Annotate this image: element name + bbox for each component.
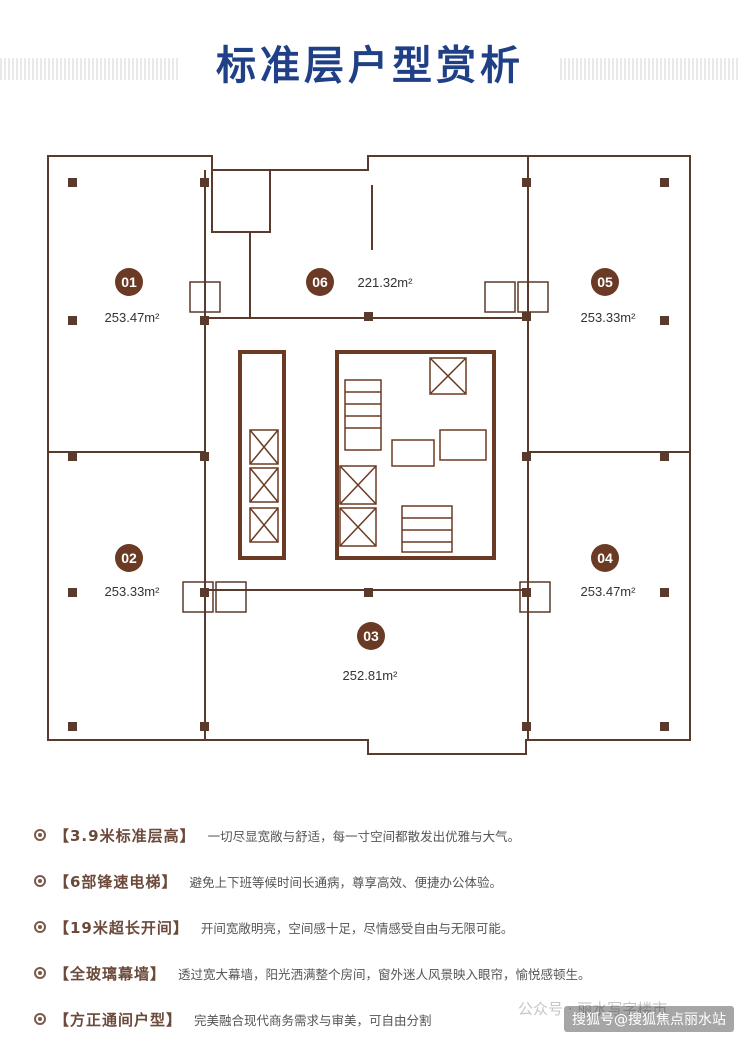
toilet-02a — [182, 581, 214, 613]
unit-id-04: 04 — [597, 550, 613, 566]
unit-area-02: 253.33m² — [105, 584, 161, 599]
bullet-icon — [34, 875, 46, 887]
floor-plan-svg: 01 253.47m² 02 253.33m² 03 252.81m² 04 2… — [47, 155, 691, 755]
feature-title: 【3.9米标准层高】 — [54, 826, 196, 845]
bullet-icon — [34, 967, 46, 979]
feature-item: 【3.9米标准层高】 一切尽显宽敞与舒适，每一寸空间都散发出优雅与大气。 — [34, 812, 734, 858]
unit-badge-01 — [115, 268, 143, 296]
unit-badge-06 — [306, 268, 334, 296]
feature-item: 【全玻璃幕墙】 透过宽大幕墙，阳光洒满整个房间，窗外迷人风景映入眼帘，愉悦感顿生… — [34, 950, 734, 996]
feature-desc: 避免上下班等候时间长通病，尊享高效、便捷办公体验。 — [189, 874, 502, 890]
elevator-bank-left — [238, 350, 286, 560]
unit-badge-03 — [357, 622, 385, 650]
toilet-01 — [189, 281, 221, 313]
elevator-5 — [339, 507, 377, 547]
bullet-icon — [34, 921, 46, 933]
unit-id-01: 01 — [121, 274, 137, 290]
unit-04: 04 253.47m² — [581, 544, 637, 599]
feature-item: 【方正通间户型】 完美融合现代商务需求与审美，可自由分割 — [34, 996, 734, 1042]
header-stripe-right — [560, 58, 740, 80]
feature-list: 【3.9米标准层高】 一切尽显宽敞与舒适，每一寸空间都散发出优雅与大气。 【6部… — [34, 812, 734, 1042]
elevator-3 — [249, 507, 279, 543]
restroom — [391, 439, 435, 467]
faint-watermark: 公众号 · 丽水写字楼市 — [518, 1000, 668, 1018]
elevator-4 — [339, 465, 377, 505]
toilet-02b — [215, 581, 247, 613]
feature-title: 【6部锋速电梯】 — [54, 872, 178, 891]
utility-room — [439, 429, 487, 461]
corridor-outer — [204, 317, 529, 591]
bullet-icon — [34, 1013, 46, 1025]
unit-area-03: 252.81m² — [343, 668, 399, 683]
elevator-1 — [249, 429, 279, 465]
stair-1 — [344, 379, 382, 451]
feature-item: 【6部锋速电梯】 避免上下班等候时间长通病，尊享高效、便捷办公体验。 — [34, 858, 734, 904]
feature-title: 【方正通间户型】 — [54, 1010, 183, 1029]
toilet-05b — [517, 281, 549, 313]
floor-plan: 01 253.47m² 02 253.33m² 03 252.81m² 04 2… — [0, 140, 740, 780]
feature-item: 【19米超长开间】 开间宽敞明亮，空间感十足，尽情感受自由与无限可能。 — [34, 904, 734, 950]
outer-wall — [47, 155, 691, 755]
bullet-icon — [34, 829, 46, 841]
source-watermark: 搜狐号@搜狐焦点丽水站 — [564, 1006, 734, 1032]
unit-id-06: 06 — [312, 274, 328, 290]
feature-desc: 开间宽敞明亮，空间感十足，尽情感受自由与无限可能。 — [200, 920, 514, 936]
feature-desc: 透过宽大幕墙，阳光洒满整个房间，窗外迷人风景映入眼帘，愉悦感顿生。 — [178, 966, 591, 982]
feature-desc: 完美融合现代商务需求与审美，可自由分割 — [194, 1012, 432, 1028]
unit-badge-04 — [591, 544, 619, 572]
unit-05: 05 253.33m² — [581, 268, 637, 325]
columns — [68, 178, 669, 731]
toilet-05a — [484, 281, 516, 313]
shaft-room — [211, 169, 271, 233]
unit-area-04: 253.47m² — [581, 584, 637, 599]
toilet-04 — [519, 581, 551, 613]
core-block — [335, 350, 496, 560]
unit-area-06: 221.32m² — [358, 275, 414, 290]
feature-title: 【19米超长开间】 — [54, 918, 189, 937]
unit-badge-05 — [591, 268, 619, 296]
unit-03: 03 252.81m² — [343, 622, 399, 683]
page-title: 标准层户型赏析 — [216, 43, 524, 89]
header-stripe-left — [0, 58, 180, 80]
unit-id-05: 05 — [597, 274, 613, 290]
unit-id-02: 02 — [121, 550, 137, 566]
page-header: 标准层户型赏析 — [0, 0, 740, 130]
unit-badge-02 — [115, 544, 143, 572]
feature-desc: 一切尽显宽敞与舒适，每一寸空间都散发出优雅与大气。 — [207, 828, 521, 844]
elevator-2 — [249, 467, 279, 503]
unit-id-03: 03 — [363, 628, 379, 644]
unit-area-05: 253.33m² — [581, 310, 637, 325]
unit-area-01: 253.47m² — [105, 310, 161, 325]
feature-title: 【全玻璃幕墙】 — [54, 964, 167, 983]
unit-01: 01 253.47m² — [105, 268, 161, 325]
unit-06: 06 221.32m² — [306, 268, 413, 296]
unit-02: 02 253.33m² — [105, 544, 161, 599]
elevator-6 — [429, 357, 467, 395]
stair-2 — [401, 505, 453, 553]
